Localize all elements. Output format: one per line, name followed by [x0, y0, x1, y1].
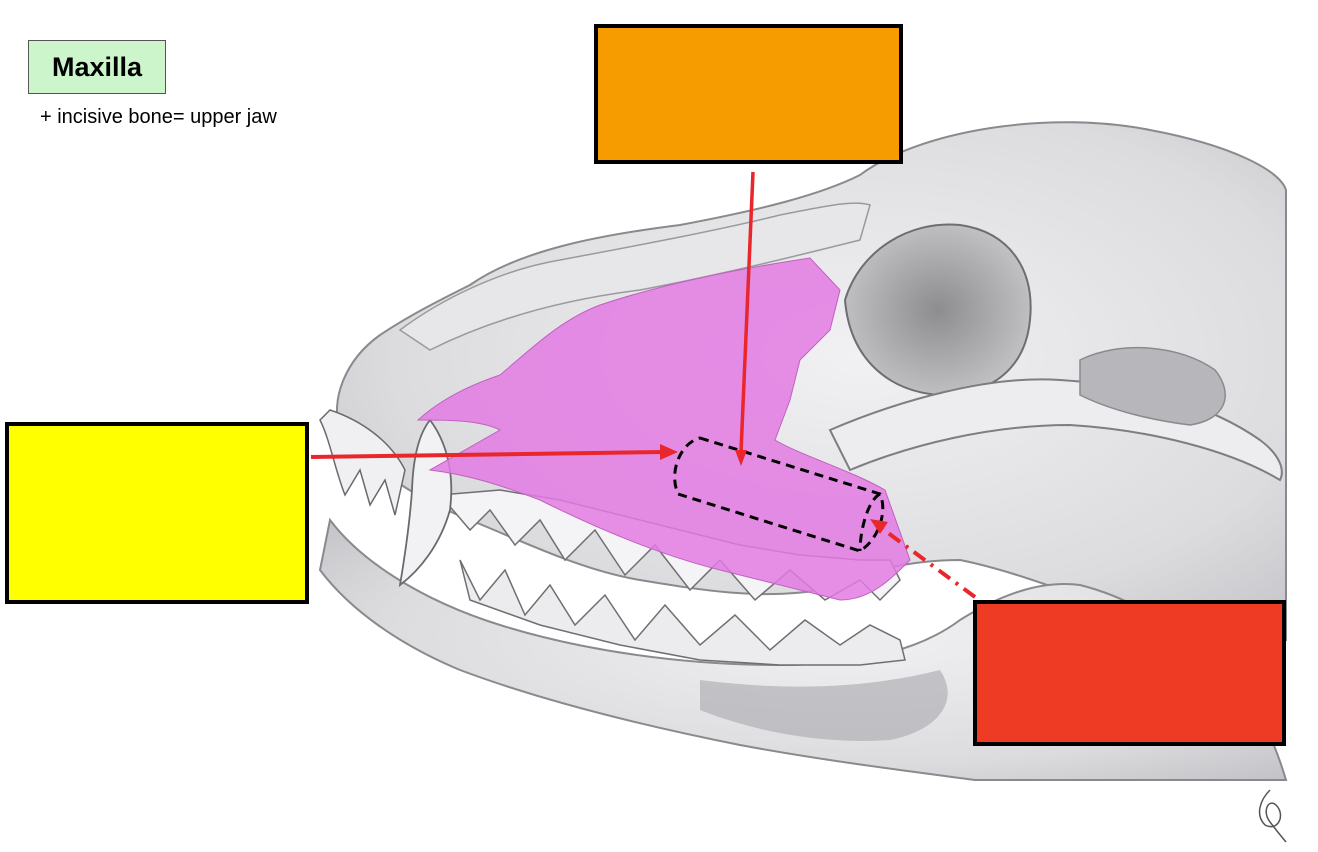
orbit [843, 223, 1032, 397]
temporal-fossa [1079, 346, 1226, 426]
arrow-left [310, 450, 665, 459]
maxilla-region [416, 257, 911, 601]
arrowhead-left [660, 444, 678, 460]
arrows [310, 171, 977, 599]
arrowhead-right [870, 519, 888, 534]
arrow-right [878, 525, 977, 599]
label-box-top[interactable] [594, 24, 903, 164]
arrowhead-top [735, 450, 747, 466]
lower-teeth [459, 559, 906, 666]
arrow-top [739, 171, 755, 453]
title-text: Maxilla [51, 51, 143, 82]
nasal-bone [398, 202, 871, 351]
mandible-shadow [700, 670, 948, 741]
label-box-left[interactable] [5, 422, 309, 604]
incisors [319, 409, 406, 516]
canine-tooth [398, 418, 453, 588]
page-title: Maxilla [28, 40, 166, 94]
artist-signature [1258, 789, 1287, 843]
infraorbital-canal-outline [673, 436, 885, 553]
label-box-right[interactable] [973, 600, 1286, 746]
subtitle-text: + incisive bone= upper jaw [40, 106, 277, 128]
